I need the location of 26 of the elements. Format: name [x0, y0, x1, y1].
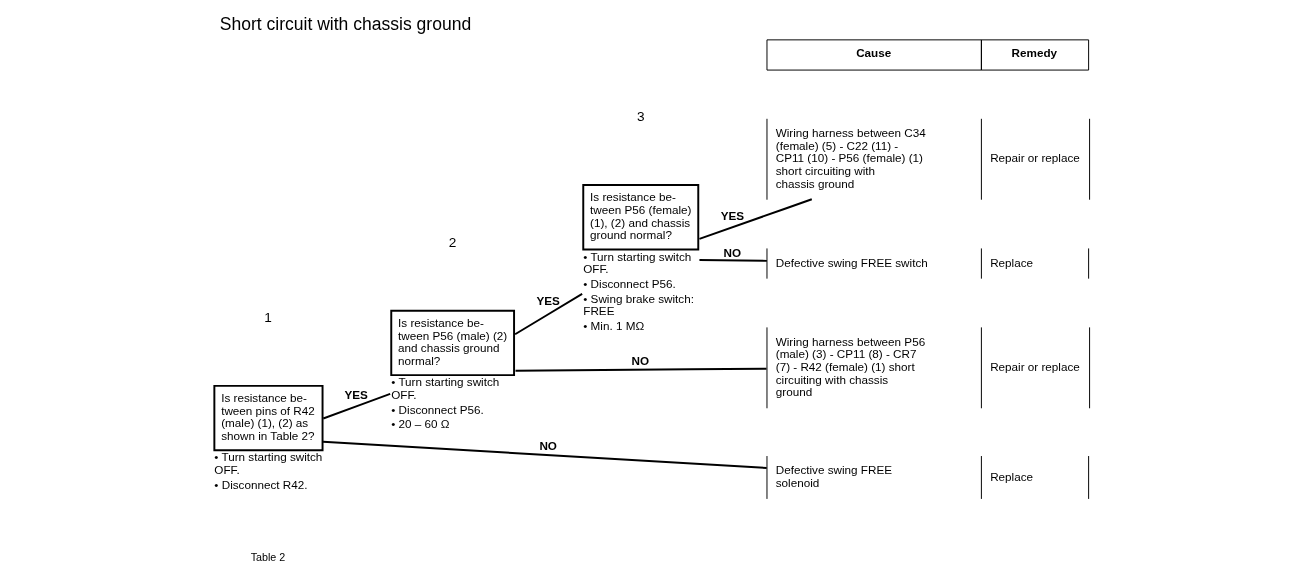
- node-label: • Swing brake switch: FREE: [582, 291, 694, 318]
- label: 2: [448, 235, 456, 251]
- node-text: Wiring harness between P56 (male) (3) - CP11 (8) - CR7 (7) - R42 (female) (1) short circuiting with chassis ground Repair or replace: [775, 334, 1080, 399]
- node-text: Defective swing FREE switch Replace: [775, 255, 1033, 269]
- label: Table 2: [250, 551, 285, 564]
- edge-label: YES: [720, 208, 744, 222]
- node-label: • Disconnect R42.: [213, 477, 307, 491]
- edge-label: NO: [631, 354, 649, 367]
- node-label: • 20 – 60 Ω: [390, 417, 450, 431]
- label: 1: [263, 310, 272, 326]
- node-text: Defective swing FREE solenoid Replace: [775, 463, 1033, 489]
- label: Cause: [855, 46, 891, 60]
- node-label: • Turn starting switch OFF.: [213, 450, 322, 477]
- node-label: • Min. 1 MΩ: [582, 318, 644, 332]
- diagram-title: Short circuit with chassis ground: [219, 14, 471, 35]
- label: 3: [636, 109, 645, 125]
- edge-label: NO: [538, 438, 557, 452]
- edge-label: YES: [343, 388, 368, 402]
- label: Remedy: [1011, 46, 1057, 60]
- node-label: • Disconnect P56.: [390, 402, 484, 416]
- node-label: • Disconnect P56.: [582, 277, 676, 291]
- edge-label: YES: [535, 293, 560, 307]
- edge-label: NO: [723, 245, 741, 259]
- node-label: • Turn starting switch OFF.: [582, 249, 691, 276]
- node-text: Wiring harness between C34 (female) (5) - C22 (11) - CP11 (10) - P56 (female) (1) short circuiting with chassis ground Repair or replace: [775, 125, 1080, 190]
- node-label: • Turn starting switch OFF.: [390, 375, 499, 402]
